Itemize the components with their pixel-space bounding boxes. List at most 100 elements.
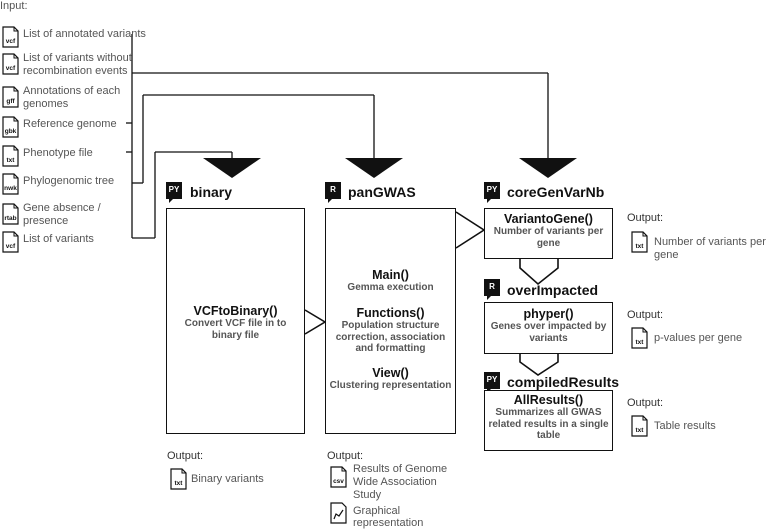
file-ext: csv xyxy=(333,478,344,485)
allresults-desc-3: table xyxy=(536,430,561,441)
functions-desc-3: and formatting xyxy=(355,343,426,354)
arrow-to-coregen xyxy=(519,158,577,178)
r-badge: R xyxy=(484,279,500,300)
allresults-desc-1: Summarizes all GWAS xyxy=(495,407,602,418)
functions-function: Functions() Population structure correct… xyxy=(325,306,456,355)
allresults-title: AllResults() xyxy=(513,393,584,407)
coregen-output-label: Number of variants per gene xyxy=(654,236,766,261)
file-ext: rtab xyxy=(4,215,17,222)
phyper-title: phyper() xyxy=(523,307,574,321)
phyper-function: phyper() Genes over impacted by variants xyxy=(484,307,613,344)
vcf-file-icon: vcf xyxy=(2,26,19,48)
file-ext: gbk xyxy=(4,128,17,135)
input-label: Phylogenomic tree xyxy=(23,175,115,187)
input-label: Annotations of each xyxy=(23,85,121,97)
file-ext: txt xyxy=(635,427,644,434)
functions-title: Functions() xyxy=(356,306,425,320)
functions-desc-1: Population structure xyxy=(341,320,440,331)
input-label: Reference genome xyxy=(23,118,117,130)
input-label: List of variants without xyxy=(23,52,132,64)
csv-file-icon: csv xyxy=(330,466,347,488)
binary-box xyxy=(166,208,305,434)
txt-file-icon: txt xyxy=(170,468,187,490)
file-ext: vcf xyxy=(5,38,16,45)
file-ext: txt xyxy=(635,243,644,250)
variantogene-box xyxy=(484,208,613,259)
overimpacted-output-title: Output: xyxy=(627,309,664,321)
binary-to-pangwas-chevron xyxy=(304,309,327,335)
coregen-output-title: Output: xyxy=(627,212,664,224)
nwk-file-icon: nwk xyxy=(2,173,19,195)
txt-file-icon: txt xyxy=(631,415,648,437)
variantogene-desc-2: gene xyxy=(536,237,561,249)
coregen-module-title: coreGenVarNb xyxy=(507,184,605,200)
coregen-to-overimpacted-chevron xyxy=(519,259,559,286)
input-label-line-2: recombination events xyxy=(23,65,128,77)
pangwas-to-coregen-chevron xyxy=(455,211,486,249)
gbk-file-icon: gbk xyxy=(2,116,19,138)
pangwas-output-1-line-1: Results of Genome xyxy=(353,463,448,475)
main-function: Main() Gemma execution xyxy=(325,268,456,294)
input-label-line-2: presence xyxy=(23,215,69,227)
pangwas-box xyxy=(325,208,456,434)
pangwas-output-2-line-1: Graphical xyxy=(353,505,401,517)
txt-file-icon: txt xyxy=(631,231,648,253)
binary-output-title: Output: xyxy=(167,450,204,462)
txt-file-icon: txt xyxy=(2,145,19,167)
view-function: View() Clustering representation xyxy=(325,366,456,392)
allresults-function: AllResults() Summarizes all GWAS related… xyxy=(484,393,613,442)
binary-module-title: binary xyxy=(190,184,233,200)
file-ext: gff xyxy=(6,98,15,105)
input-label-line-2: genomes xyxy=(23,98,69,110)
compiled-output-label: Table results xyxy=(654,420,716,432)
vcf-to-binary-desc-1: Convert VCF file in to xyxy=(184,318,287,329)
variantogene-desc-1: Number of variants per xyxy=(493,226,604,237)
vcf-to-binary-desc-2: binary file xyxy=(211,329,260,341)
input-title: Input: xyxy=(0,0,28,12)
vcf-file-icon: vcf xyxy=(2,231,19,253)
python-badge: PY xyxy=(484,372,500,393)
pangwas-output-2-line-2: representation xyxy=(353,517,424,529)
vcf-to-binary-function: VCFtoBinary() Convert VCF file in to bin… xyxy=(166,304,305,341)
input-label: List of variants xyxy=(23,233,94,245)
compiled-output-title: Output: xyxy=(627,397,664,409)
file-ext: txt xyxy=(6,157,15,164)
pangwas-output-1-line-3: Study xyxy=(353,489,382,501)
vcf-to-binary-title: VCFtoBinary() xyxy=(193,304,278,318)
overimpacted-to-compiled-chevron xyxy=(519,354,559,376)
input-label: List of annotated variants xyxy=(23,28,146,40)
view-title: View() xyxy=(372,366,409,380)
phyper-box xyxy=(484,302,613,354)
pangwas-module-title: panGWAS xyxy=(348,184,416,200)
file-ext: nwk xyxy=(4,185,17,192)
txt-file-icon: txt xyxy=(631,327,648,349)
file-ext: vcf xyxy=(5,65,16,72)
r-badge: R xyxy=(325,182,341,203)
pangwas-output-title: Output: xyxy=(327,450,364,462)
file-ext: txt xyxy=(174,480,183,487)
allresults-box xyxy=(484,390,613,451)
allresults-desc-2: related results in a single xyxy=(488,418,609,430)
main-desc: Gemma execution xyxy=(347,282,434,293)
input-label: Gene absence / xyxy=(23,202,101,214)
pangwas-output-1-line-2: Wide Association xyxy=(353,476,437,488)
python-badge: PY xyxy=(166,182,182,203)
input-label: Phenotype file xyxy=(23,147,93,159)
chart-file-icon xyxy=(330,502,347,524)
arrow-to-pangwas xyxy=(345,158,403,178)
overimpacted-module-title: overImpacted xyxy=(507,282,599,298)
compiled-module-title: compiledResults xyxy=(507,374,620,390)
variantogene-title: VariantoGene() xyxy=(504,212,593,226)
overimpacted-output-label: p-values per gene xyxy=(654,332,743,344)
functions-desc-2: correction, association xyxy=(335,331,446,343)
phyper-desc-2: variants xyxy=(529,332,568,344)
binary-output-label: Binary variants xyxy=(191,473,264,485)
variantogene-function: VariantoGene() Number of variants per ge… xyxy=(484,212,613,249)
python-badge: PY xyxy=(484,182,500,203)
file-ext: vcf xyxy=(5,243,16,250)
arrow-to-binary xyxy=(203,158,261,178)
rtab-file-icon: rtab xyxy=(2,203,19,225)
phyper-desc-1: Genes over impacted by xyxy=(490,321,607,332)
vcf-file-icon: vcf xyxy=(2,53,19,75)
